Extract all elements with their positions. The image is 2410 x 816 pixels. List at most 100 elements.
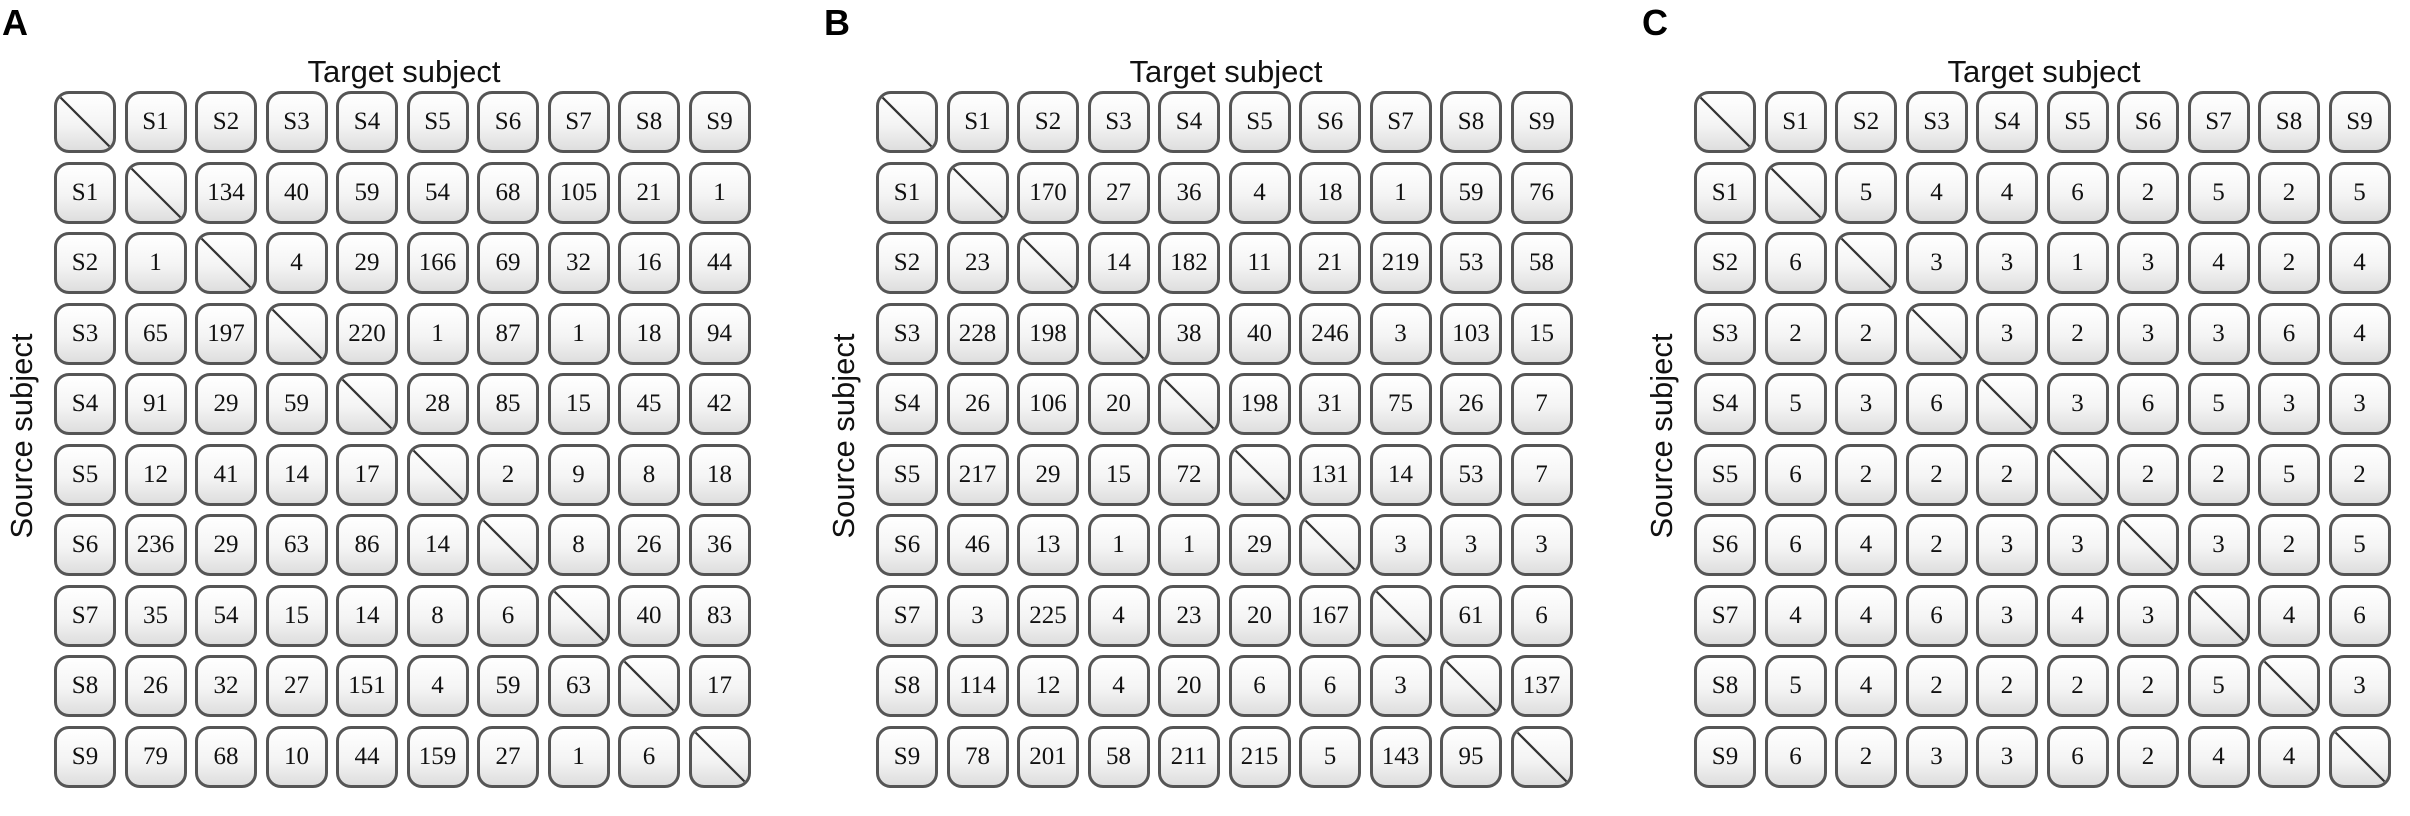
matrix-cell: 2: [1905, 655, 1968, 717]
matrix-cell: 8: [406, 584, 469, 647]
matrix-cell: 31: [1299, 373, 1361, 435]
diagonal-slash-icon: [412, 449, 463, 500]
diagonal-slash-icon: [1445, 660, 1497, 712]
source-header-cell: S5: [54, 443, 116, 506]
diagonal-slash-icon: [623, 660, 675, 712]
matrix-cell: 2: [2117, 161, 2179, 224]
matrix-cell: 2: [1764, 302, 1827, 365]
target-header-cell: S5: [406, 91, 469, 153]
matrix-cell: 5: [2187, 373, 2250, 435]
matrix-cell: 16: [618, 232, 680, 294]
target-header-cell: S1: [124, 91, 187, 153]
matrix-cell: 159: [406, 725, 469, 788]
target-header-cell: S1: [1764, 91, 1827, 153]
matrix-cell: 1: [124, 232, 187, 294]
matrix-cell: 6: [1764, 514, 1827, 576]
matrix-cell: 68: [477, 161, 539, 224]
matrix-cell: 131: [1299, 443, 1361, 506]
matrix-cell: 3: [1976, 584, 2038, 647]
corner-cell: [876, 91, 938, 153]
diagonal-cell: [1228, 443, 1291, 506]
diagonal-cell: [477, 514, 539, 576]
matrix-cell: 65: [124, 302, 187, 365]
matrix-cell: 4: [2258, 584, 2320, 647]
matrix-cell: 36: [688, 514, 751, 576]
source-header-cell: S1: [54, 161, 116, 224]
diagonal-slash-icon: [694, 731, 745, 782]
matrix-cell: 42: [688, 373, 751, 435]
diagonal-cell: [406, 443, 469, 506]
matrix-cell: 63: [265, 514, 328, 576]
matrix-cell: 27: [265, 655, 328, 717]
matrix-cell: 61: [1440, 584, 1502, 647]
matrix-cell: 134: [195, 161, 257, 224]
matrix-cell: 41: [195, 443, 257, 506]
matrix-cell: 8: [547, 514, 610, 576]
matrix-cell: 29: [195, 514, 257, 576]
matrix-cell: 215: [1228, 725, 1291, 788]
source-subject-title: Source subject: [4, 333, 39, 539]
matrix-cell: 94: [688, 302, 751, 365]
matrix-cell: 6: [477, 584, 539, 647]
target-header-cell: S8: [1440, 91, 1502, 153]
matrix-cell: 15: [265, 584, 328, 647]
matrix-cell: 2: [1835, 725, 1897, 788]
target-header-cell: S9: [688, 91, 751, 153]
diagonal-slash-icon: [1981, 378, 2033, 430]
diagonal-slash-icon: [2122, 519, 2174, 571]
matrix-cell: 3: [1369, 655, 1432, 717]
matrix-cell: 29: [336, 232, 398, 294]
target-header-cell: S8: [2258, 91, 2320, 153]
matrix-cell: 46: [946, 514, 1009, 576]
matrix-cell: 3: [946, 584, 1009, 647]
matrix-cell: 4: [1835, 584, 1897, 647]
matrix-cell: 18: [688, 443, 751, 506]
matrix-cell: 54: [406, 161, 469, 224]
target-header-cell: S2: [1835, 91, 1897, 153]
matrix-cell: 1: [547, 725, 610, 788]
matrix-cell: 69: [477, 232, 539, 294]
diagonal-cell: [1017, 232, 1079, 294]
matrix-cell: 11: [1228, 232, 1291, 294]
matrix-cell: 14: [265, 443, 328, 506]
diagonal-slash-icon: [341, 378, 393, 430]
matrix-cell: 3: [1976, 302, 2038, 365]
diagonal-slash-icon: [200, 237, 252, 289]
matrix-cell: 83: [688, 584, 751, 647]
source-subject-title: Source subject: [1644, 333, 1679, 539]
source-header-cell: S1: [1694, 161, 1756, 224]
diagonal-slash-icon: [952, 167, 1003, 218]
matrix-cell: 54: [195, 584, 257, 647]
diagonal-slash-icon: [553, 590, 604, 641]
matrix-cell: 2: [1835, 443, 1897, 506]
matrix-cell: 3: [2117, 302, 2179, 365]
matrix-cell: 3: [1369, 514, 1432, 576]
target-header-cell: S2: [1017, 91, 1079, 153]
matrix-cell: 6: [2117, 373, 2179, 435]
matrix-cell: 53: [1440, 232, 1502, 294]
matrix-cell: 35: [124, 584, 187, 647]
target-header-cell: S4: [1158, 91, 1220, 153]
matrix-cell: 1: [547, 302, 610, 365]
diagonal-slash-icon: [482, 519, 534, 571]
corner-cell: [54, 91, 116, 153]
matrix-cell: 3: [1510, 514, 1573, 576]
matrix-cell: 6: [1905, 373, 1968, 435]
matrix-cell: 53: [1440, 443, 1502, 506]
matrix-cell: 58: [1087, 725, 1150, 788]
matrix-cell: 28: [406, 373, 469, 435]
matrix-cell: 220: [336, 302, 398, 365]
diagonal-cell: [1087, 302, 1150, 365]
matrix-cell: 6: [2258, 302, 2320, 365]
matrix-cell: 12: [1017, 655, 1079, 717]
matrix-cell: 1: [1158, 514, 1220, 576]
matrix-cell: 4: [1905, 161, 1968, 224]
matrix-cell: 5: [2187, 655, 2250, 717]
matrix-cell: 3: [2328, 655, 2391, 717]
matrix-cell: 5: [1764, 373, 1827, 435]
matrix-cell: 197: [195, 302, 257, 365]
diagonal-slash-icon: [59, 96, 111, 148]
matrix-cell: 3: [2187, 514, 2250, 576]
matrix-cell: 4: [2046, 584, 2109, 647]
matrix-cell: 95: [1440, 725, 1502, 788]
